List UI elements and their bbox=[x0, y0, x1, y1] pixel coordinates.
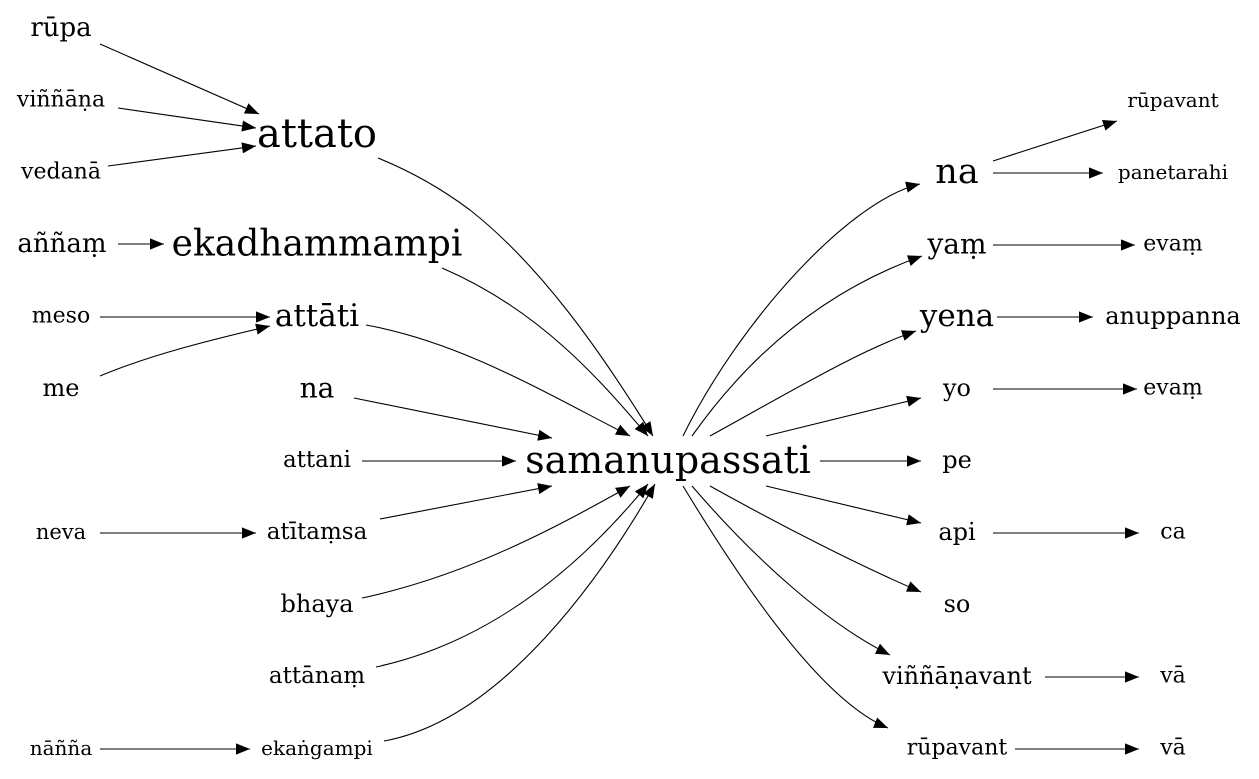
node-samanupassati: samanupassati bbox=[525, 438, 811, 482]
edge-samanupassati-to-yam bbox=[691, 255, 923, 437]
edge-na-left-to-samanupassati bbox=[353, 397, 553, 441]
edge-attati-to-samanupassati bbox=[365, 324, 631, 437]
edge-na-right-to-rupavant-top bbox=[992, 119, 1118, 162]
edge-samanupassati-to-yena bbox=[709, 330, 917, 437]
edges bbox=[99, 43, 1139, 755]
edge-samanupassati-to-rupavant-bottom bbox=[682, 485, 889, 729]
node-panetarahi: panetarahi bbox=[1118, 160, 1228, 184]
node-va-1: vā bbox=[1159, 664, 1186, 689]
edge-samanupassati-to-na-right bbox=[682, 181, 921, 437]
edge-rupa-to-attato bbox=[99, 43, 260, 115]
node-attanam: attānaṃ bbox=[269, 663, 365, 689]
node-evam-2: evaṃ bbox=[1143, 376, 1203, 401]
node-vinnana: viññāṇa bbox=[16, 88, 105, 113]
node-ca: ca bbox=[1160, 520, 1185, 545]
node-vinnanavant: viññāṇavant bbox=[881, 662, 1032, 690]
node-meso: meso bbox=[32, 304, 90, 329]
node-evam-1: evaṃ bbox=[1143, 232, 1203, 257]
node-vedana: vedanā bbox=[20, 160, 101, 185]
node-neva: neva bbox=[36, 520, 86, 544]
edge-vinnana-to-attato bbox=[117, 107, 257, 132]
node-na-right: na bbox=[935, 152, 978, 192]
node-ekadhammampi: ekadhammampi bbox=[172, 224, 463, 265]
node-anuppanna: anuppanna bbox=[1105, 302, 1240, 330]
edge-attanam-to-samanupassati bbox=[375, 483, 649, 668]
edge-ekangampi-to-samanupassati bbox=[383, 483, 656, 742]
edge-samanupassati-to-vinnanavant bbox=[691, 485, 891, 656]
node-attato: attato bbox=[257, 111, 377, 157]
node-yena: yena bbox=[919, 298, 994, 334]
edge-ekadhammampi-to-samanupassati bbox=[441, 267, 649, 437]
edge-bhaya-to-samanupassati bbox=[361, 485, 631, 599]
node-na-left: na bbox=[300, 372, 335, 405]
node-nanna: nāñña bbox=[30, 736, 93, 760]
node-annam: aññaṃ bbox=[17, 229, 106, 259]
nodes: rūpa viññāṇa vedanā attato aññaṃ ekadhammampi… bbox=[16, 13, 1241, 761]
node-rupa: rūpa bbox=[30, 13, 91, 43]
edge-samanupassati-to-api bbox=[765, 485, 922, 526]
node-rupavant-top: rūpavant bbox=[1127, 88, 1218, 112]
edge-attato-to-samanupassati bbox=[377, 157, 654, 437]
node-bhaya: bhaya bbox=[281, 590, 354, 618]
node-attati: attāti bbox=[275, 298, 359, 334]
node-atitamsa: atītaṃsa bbox=[267, 519, 368, 545]
node-api: api bbox=[938, 518, 976, 546]
edge-vedana-to-attato bbox=[107, 142, 257, 167]
node-me: me bbox=[43, 374, 80, 402]
node-va-2: vā bbox=[1159, 736, 1186, 761]
edge-samanupassati-to-yo bbox=[765, 395, 922, 437]
node-rupavant-bottom: rūpavant bbox=[907, 736, 1008, 761]
node-so: so bbox=[944, 590, 971, 618]
edge-samanupassati-to-so bbox=[709, 485, 922, 593]
edge-me-to-attati bbox=[99, 323, 271, 377]
edge-atitamsa-to-samanupassati bbox=[379, 483, 553, 520]
node-attani: attani bbox=[283, 447, 351, 473]
node-yo: yo bbox=[942, 374, 971, 402]
node-yam: yaṃ bbox=[926, 228, 986, 261]
node-pe: pe bbox=[942, 446, 972, 474]
node-ekangampi: ekaṅgampi bbox=[261, 736, 373, 760]
